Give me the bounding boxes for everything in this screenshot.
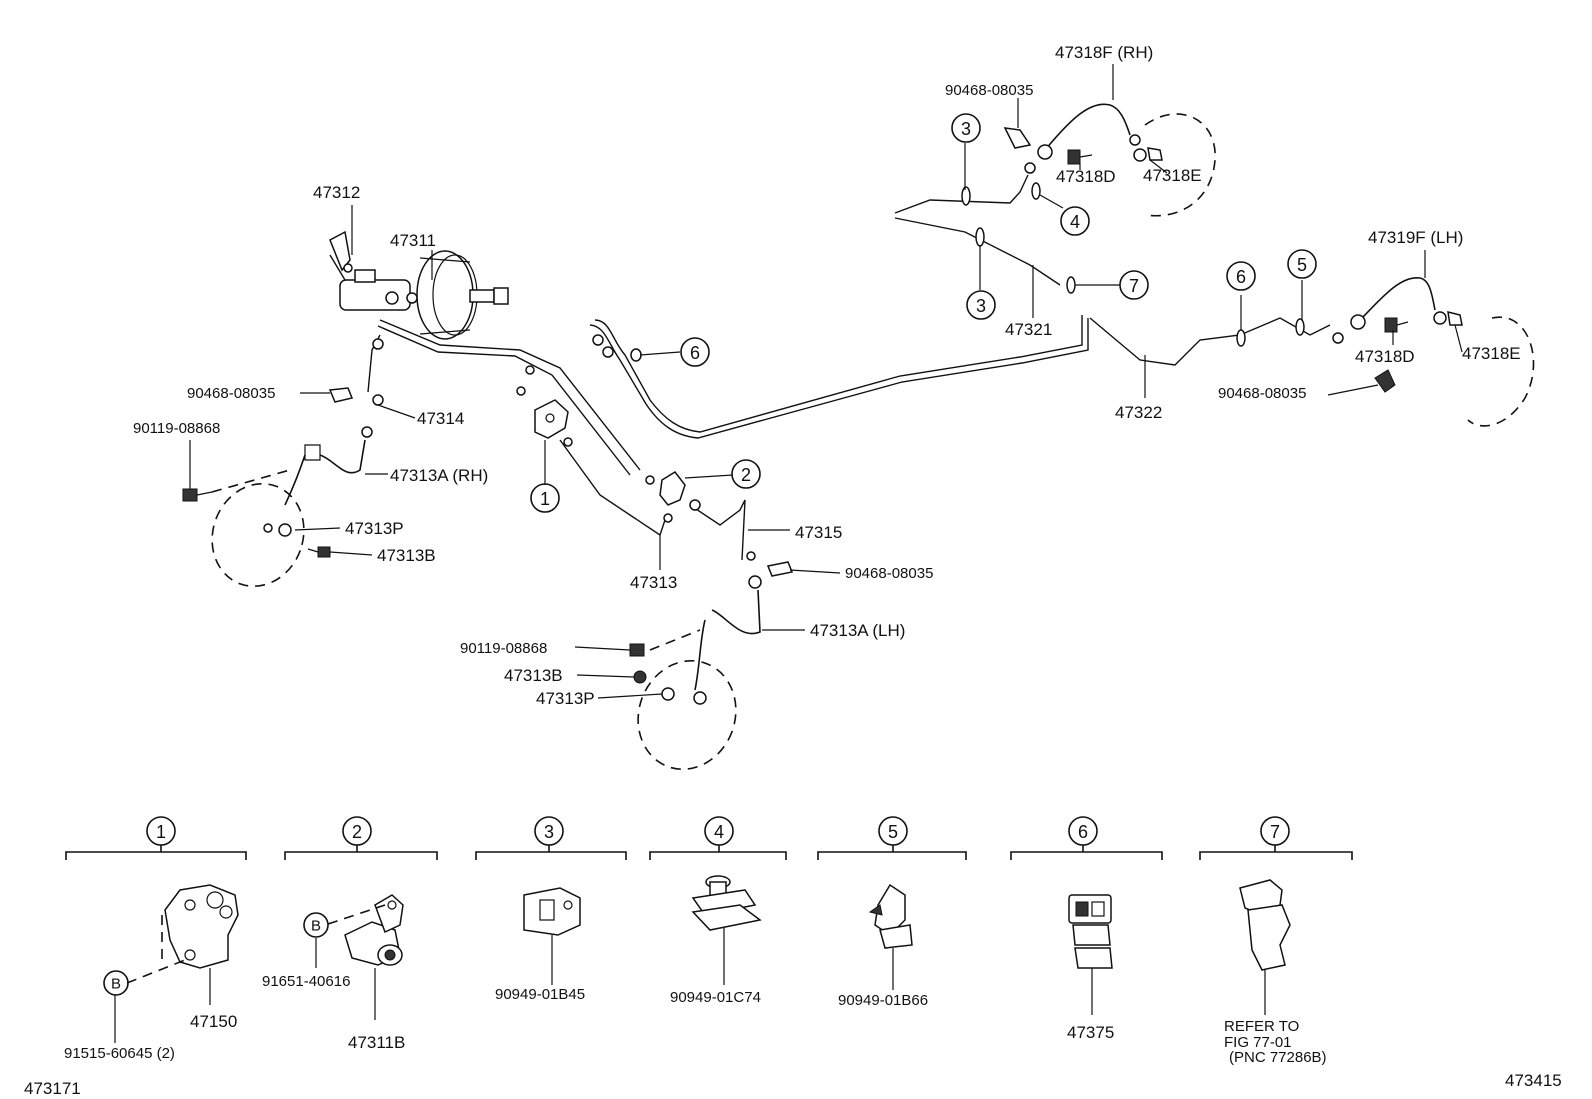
panel-callout-5: 5 [878,816,908,846]
footer-code-right: 473415 [1505,1071,1562,1090]
callout-2-a: 2 [731,459,761,489]
label-90119-a: 90119-08868 [133,420,220,437]
panel-callout-7: 7 [1260,816,1290,846]
svg-text:3: 3 [976,296,986,316]
label-90468-b: 90468-08035 [1218,385,1306,402]
callout-3-a: 3 [951,113,981,143]
svg-text:1: 1 [540,489,550,509]
label-47150: 47150 [190,1012,237,1031]
svg-text:3: 3 [544,822,554,842]
part-90949-01B66 [868,883,913,990]
label-47315: 47315 [795,523,842,542]
panel-callout-b-1: B [103,970,129,996]
label-47318F: 47318F (RH) [1055,43,1153,62]
svg-text:B: B [111,976,121,993]
callout-6-b: 6 [680,337,710,367]
label-47318E-b: 47318E [1462,344,1521,363]
svg-text:5: 5 [888,822,898,842]
label-90949-01B66: 90949-01B66 [838,992,928,1009]
part-90949-01B45 [523,887,581,985]
label-47313A-rh: 47313A (RH) [390,466,488,485]
panel-callout-2: 2 [342,816,372,846]
svg-text:7: 7 [1129,276,1139,296]
rear-rh-hose [1003,103,1216,217]
label-47311: 47311 [390,231,436,250]
label-47319F: 47319F (LH) [1368,228,1463,247]
label-90468-c: 90468-08035 [187,385,275,402]
callout-5-a: 5 [1287,249,1317,279]
label-47313P-b: 47313P [536,689,595,708]
callout-1-a: 1 [530,483,560,513]
svg-text:5: 5 [1297,255,1307,275]
panel-callout-3: 3 [534,816,564,846]
front-lh-hose [629,551,794,771]
label-47322: 47322 [1115,403,1162,422]
svg-text:3: 3 [961,119,971,139]
svg-text:2: 2 [352,822,362,842]
footer-code-left: 473171 [24,1079,81,1098]
label-47318D-a: 47318D [1056,167,1116,186]
svg-text:7: 7 [1270,822,1280,842]
part-labels: 47318F (RH) 90468-08035 47318D 47318E 47… [133,43,1521,708]
detail-panels: 1 2 3 4 5 6 7 B 47150 91515-60645 (2) [64,816,1353,1066]
pipe-clips [630,182,1305,362]
label-90949-01C74: 90949-01C74 [670,989,761,1006]
panel-callout-1: 1 [146,816,176,846]
label-91515: 91515-60645 (2) [64,1045,175,1062]
svg-text:B: B [311,918,321,935]
label-47311B: 47311B [348,1033,405,1052]
leader-lines [189,64,1463,699]
label-90119-b: 90119-08868 [460,640,547,657]
svg-text:1: 1 [156,822,166,842]
label-47313: 47313 [630,573,677,592]
brake-pipes [329,174,1331,561]
label-47312: 47312 [313,183,360,202]
svg-text:6: 6 [690,343,700,363]
label-90468-d: 90468-08035 [845,565,933,582]
label-47314: 47314 [417,409,464,428]
fittings-upper [592,334,614,358]
label-47318D-b: 47318D [1355,347,1415,366]
label-47313B-b: 47313B [504,666,563,685]
part-47150 [114,884,239,1043]
label-47313A-lh: 47313A (LH) [810,621,905,640]
label-fig-77-01: FIG 77-01 [1224,1034,1292,1051]
callout-4-a: 4 [1060,206,1090,236]
panel-callout-6: 6 [1068,816,1098,846]
label-47321: 47321 [1005,320,1052,339]
label-refer-to: REFER TO [1224,1018,1299,1035]
svg-text:6: 6 [1236,267,1246,287]
callout-7-a: 7 [1119,270,1149,300]
part-47311B [315,894,404,1020]
panel-callout-b-2: B [303,912,329,938]
callout-6-a: 6 [1226,261,1256,291]
part-refer-fig-77-01 [1239,879,1291,1015]
part-90949-01C74 [691,875,762,985]
label-47318E-a: 47318E [1143,166,1202,185]
svg-text:4: 4 [1070,212,1080,232]
front-rh-hose [182,338,384,588]
proportioning-valve [516,365,573,447]
callout-3-b: 3 [966,290,996,320]
label-47375: 47375 [1067,1023,1114,1042]
label-90468-a: 90468-08035 [945,82,1033,99]
svg-text:2: 2 [741,465,751,485]
rear-lh-hose [1332,277,1535,427]
svg-text:6: 6 [1078,822,1088,842]
diagram-callouts: 3 4 3 7 6 5 6 2 1 [530,113,1317,513]
svg-text:4: 4 [714,822,724,842]
label-47313B-a: 47313B [377,546,436,565]
junction-block [645,471,701,523]
label-91651: 91651-40616 [262,973,350,990]
panel-callout-4: 4 [704,816,734,846]
master-cylinder-booster [329,230,509,340]
label-47313P-a: 47313P [345,519,404,538]
label-90949-01B45: 90949-01B45 [495,986,585,1003]
label-pnc-77286b: (PNC 77286B) [1229,1049,1327,1066]
part-47375 [1068,894,1113,1015]
